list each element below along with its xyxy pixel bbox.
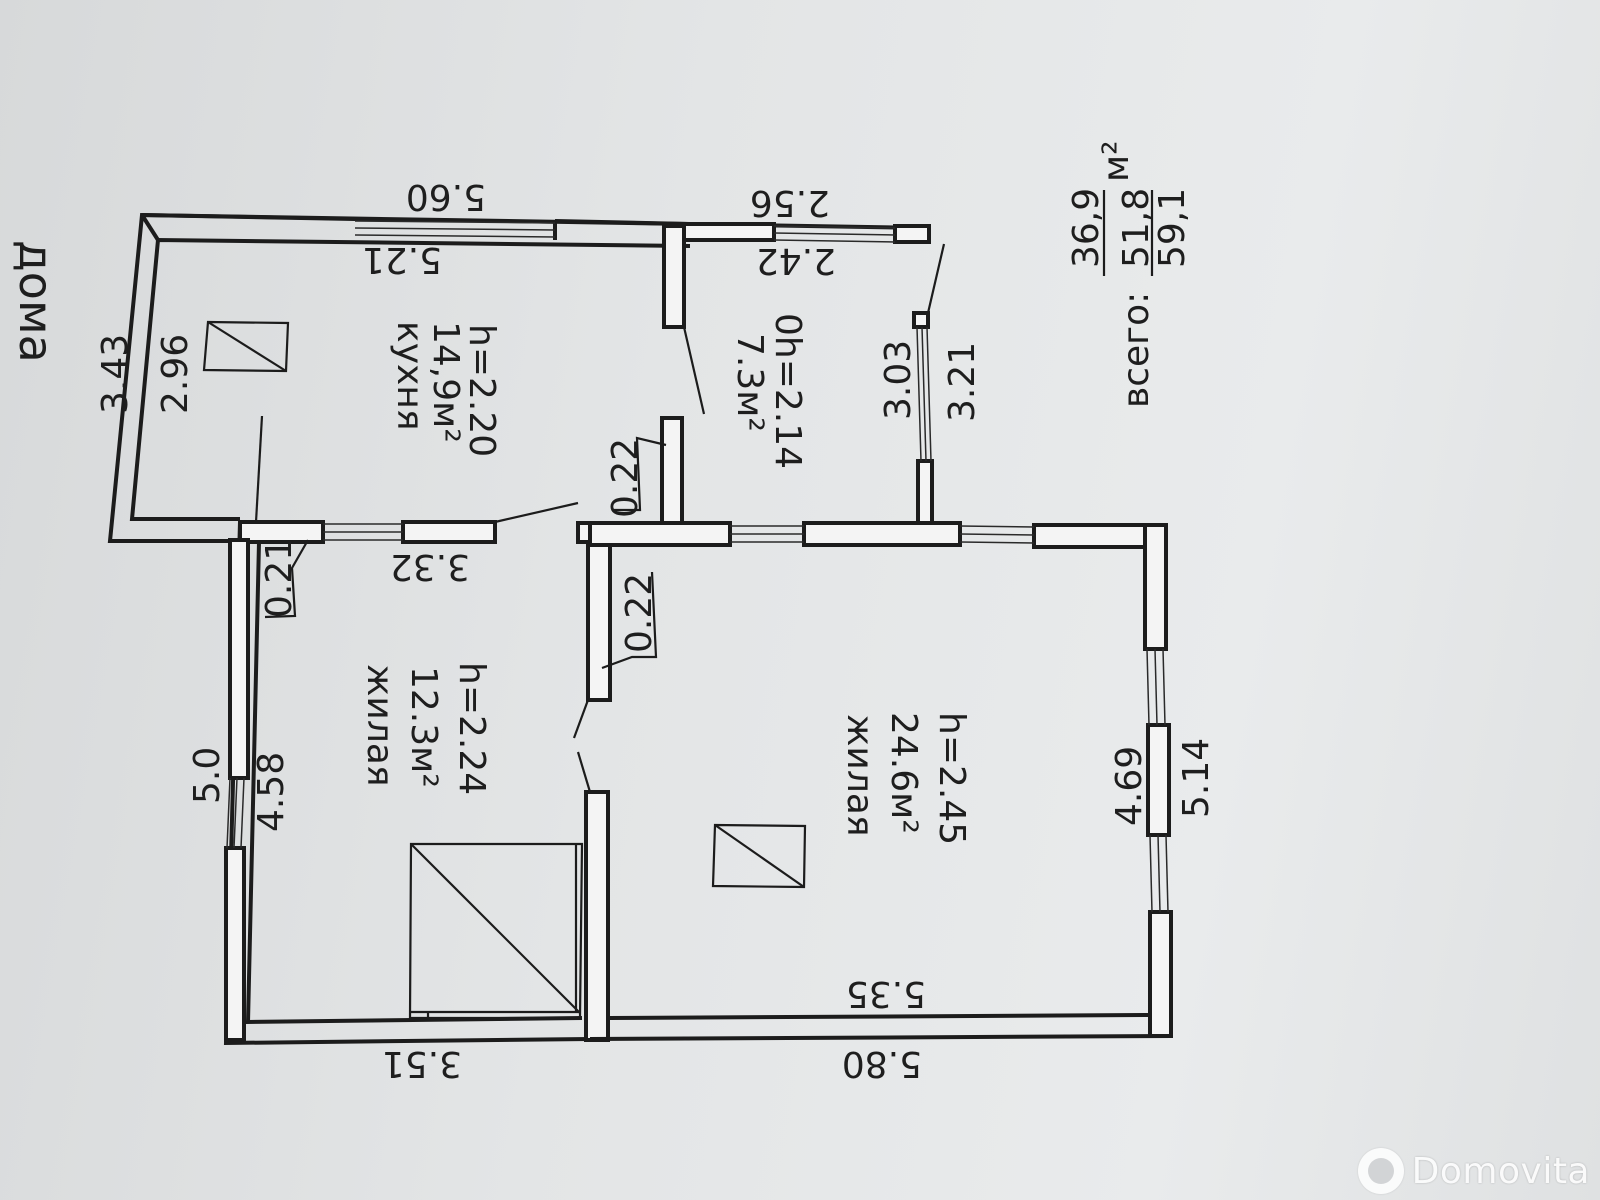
- window-hall-top: [773, 225, 896, 243]
- dim-kitchen-bottom-inner: 3.32: [390, 546, 470, 587]
- watermark-text: Domovita: [1411, 1150, 1590, 1192]
- dim-large-right-outer: 5.14: [1176, 738, 1217, 818]
- window-small-living-left: [226, 777, 245, 849]
- area-summary: всего: 36,9 51,8 59,1 м²: [1066, 140, 1193, 408]
- dim-top-inner-kitchen: 5.21: [362, 239, 442, 280]
- kitchen-height: h=2.20: [461, 324, 502, 457]
- large-living-height: h=2.45: [931, 712, 972, 845]
- kitchen-hall-partition-upper: [662, 224, 686, 329]
- hall-area: 7.3м²: [729, 333, 770, 432]
- kitchen-hall-partition-lower: [660, 416, 684, 525]
- kitchen-stove-icon: [202, 320, 290, 373]
- thickness-leaders: [264, 436, 667, 670]
- dim-small-left-inner: 4.58: [251, 752, 292, 832]
- small-living-name: жилая: [359, 664, 400, 787]
- hall-top-wall: [682, 222, 776, 242]
- dim-thickness-a: 0.22: [605, 438, 646, 518]
- dim-hall-inner: 3.03: [878, 340, 919, 420]
- window-large-top-a: [730, 525, 804, 543]
- large-living-top-wall-a: [588, 521, 732, 547]
- large-living-bottom-inner: [609, 1013, 1151, 1020]
- dim-thickness-b: 0.22: [619, 573, 660, 653]
- window-large-right-b: [1149, 834, 1169, 913]
- kitchen-inner-wall: [129, 237, 691, 521]
- hall-height: 0h=2.14: [767, 313, 808, 469]
- kitchen-outer-wall: [107, 212, 931, 543]
- large-room-stove-icon: [711, 823, 807, 889]
- watermark-logo-icon: [1357, 1148, 1404, 1194]
- central-partition-lower: [584, 790, 610, 1042]
- dim-large-right-inner: 4.69: [1109, 746, 1150, 826]
- central-partition-upper: [586, 538, 612, 702]
- window-hall-right: [916, 326, 932, 462]
- small-living-inner-wall: [245, 541, 583, 1025]
- walls: [107, 212, 1173, 1046]
- summary-unit: м²: [1096, 140, 1137, 182]
- hall-top-wall-end: [893, 224, 931, 244]
- hall-right-wall-top: [912, 311, 930, 329]
- small-living-left-wall-top: [228, 538, 250, 780]
- summary-total: 51,8: [1116, 188, 1157, 268]
- large-living-right-wall-b: [1146, 723, 1171, 837]
- door-hall-exterior: [926, 243, 946, 314]
- kitchen-area: 14,9м²: [425, 321, 466, 443]
- large-living-top-wall-c: [1032, 523, 1164, 549]
- large-living-name: жилая: [839, 714, 880, 837]
- large-living-area: 24.6м²: [883, 712, 924, 834]
- window-kitchen-top: [354, 220, 556, 238]
- door-swings: [254, 243, 946, 793]
- large-living-right-wall-c: [1148, 910, 1173, 1038]
- leader-022-mid: [601, 571, 658, 670]
- summary-overall: 59,1: [1152, 188, 1193, 268]
- summary-label: всего:: [1116, 292, 1157, 408]
- large-living-bottom-outer: [589, 1034, 1172, 1041]
- window-kitchen-bottom: [323, 523, 403, 541]
- kitchen-name: кухня: [389, 321, 430, 431]
- window-large-right-a: [1146, 648, 1166, 726]
- dimension-labels: 5.60 5.21 2.56 2.42 3.43 2.96 3.32 0.22 …: [95, 176, 1217, 1084]
- watermark: Domovita: [1357, 1146, 1590, 1196]
- door-kitchen-hall: [682, 326, 706, 415]
- fixtures: [202, 320, 807, 1020]
- small-living-area: 12.3м²: [403, 666, 444, 788]
- small-living-height: h=2.24: [451, 662, 492, 795]
- dim-hall-outer: 3.21: [942, 342, 983, 422]
- large-living-top-wall-b: [802, 521, 962, 547]
- small-room-bed-icon: [408, 842, 584, 1020]
- dim-top-inner-hall: 2.42: [756, 240, 836, 281]
- dim-small-left-outer: 5.0: [187, 747, 228, 804]
- hall-right-wall-bottom: [916, 459, 934, 525]
- top-wall-band: [140, 213, 691, 242]
- dim-thickness-c: 0.21: [259, 538, 300, 618]
- dim-top-outer-kitchen: 5.60: [406, 176, 486, 217]
- dim-kitchen-left-outer: 3.43: [95, 334, 136, 414]
- door-living-a: [572, 699, 590, 739]
- window-large-top-b: [959, 525, 1035, 544]
- leader-022-top: [612, 436, 667, 512]
- kitchen-partition-line: [254, 415, 264, 523]
- room-labels: кухня 14,9м² h=2.20 7.3м² 0h=2.14 жилая …: [359, 313, 972, 845]
- dim-large-bottom-outer: 5.80: [842, 1043, 922, 1084]
- dim-small-bottom-outer: 3.51: [382, 1043, 462, 1084]
- dim-large-bottom-inner: 5.35: [846, 973, 926, 1014]
- door-kitchen-entry: [494, 501, 579, 524]
- summary-living: 36,9: [1066, 188, 1107, 268]
- small-living-left-wall-bottom: [224, 846, 246, 1042]
- kitchen-bottom-wall-b: [401, 520, 497, 544]
- windows: [226, 220, 1169, 913]
- large-living-right-wall-a: [1143, 523, 1168, 651]
- title-fragment: дома: [9, 240, 63, 363]
- leader-021: [264, 539, 309, 619]
- door-living-b: [576, 751, 592, 793]
- dim-kitchen-left-inner: 2.96: [155, 334, 196, 414]
- dim-top-outer-hall: 2.56: [750, 182, 830, 223]
